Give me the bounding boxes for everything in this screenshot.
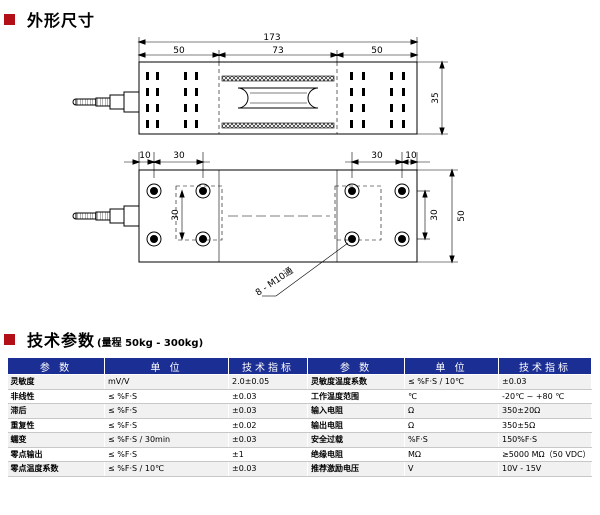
dimension-drawing: 173 50 73 50 35 10 30 30 10 30 30 50 8 -… <box>72 33 467 298</box>
specs-title: 技术参数 <box>27 331 96 350</box>
param-value: ±0.02 <box>228 418 308 433</box>
param-name: 重复性 <box>7 418 105 433</box>
param-unit: ≤ %F·S / 10℃ <box>104 461 229 477</box>
section-marker <box>4 13 15 25</box>
param-value: 350±20Ω <box>498 403 592 419</box>
param-unit: ℃ <box>404 389 499 404</box>
table-row: 零点温度系数 ≤ %F·S / 10℃ ±0.03 推荐激励电压 V 10V -… <box>7 461 592 477</box>
thread-callout: 8 - M10通 <box>254 265 296 298</box>
dim-left-section: 50 <box>173 46 185 56</box>
col-header-unit-2: 单 位 <box>404 357 499 375</box>
param-value: 350±5Ω <box>498 418 592 433</box>
dim-hole-spacing-left: 30 <box>171 209 181 221</box>
param-value: ±0.03 <box>228 432 308 448</box>
param-unit: ≤ %F·S <box>104 418 229 433</box>
table-row: 重复性 ≤ %F·S ±0.02 输出电阻 Ω 350±5Ω <box>7 418 592 433</box>
table-row: 蠕变 ≤ %F·S / 30min ±0.03 安全过载 %F·S 150%F·… <box>7 432 592 448</box>
dimension-labels: 173 50 73 50 35 10 30 30 10 30 30 50 8 -… <box>139 33 467 298</box>
param-name: 工作温度范围 <box>307 389 405 404</box>
param-unit: Ω <box>404 403 499 419</box>
param-value: ±0.03 <box>228 389 308 404</box>
param-name: 绝缘电阻 <box>307 447 405 462</box>
param-value: ±0.03 <box>498 374 592 390</box>
param-name: 推荐激励电压 <box>307 461 405 477</box>
col-header-spec-2: 技术指标 <box>498 357 592 375</box>
param-unit: mV/V <box>104 374 229 390</box>
param-name: 非线性 <box>7 389 105 404</box>
col-header-param: 参 数 <box>7 357 105 375</box>
dim-middle-section: 73 <box>272 46 283 56</box>
dim-edge-right: 10 <box>405 151 417 161</box>
param-unit: ≤ %F·S <box>104 447 229 462</box>
spec-table-header: 参 数 单 位 技术指标 参 数 单 位 技术指标 <box>7 357 592 375</box>
dim-width: 50 <box>457 210 467 222</box>
param-name: 安全过载 <box>307 432 405 448</box>
param-value: ≥5000 MΩ（50 VDC） <box>498 447 592 462</box>
param-unit: ≤ %F·S <box>104 389 229 404</box>
param-name: 蠕变 <box>7 432 105 448</box>
param-unit: ≤ %F·S / 30min <box>104 432 229 448</box>
param-name: 零点输出 <box>7 447 105 462</box>
table-row: 零点输出 ≤ %F·S ±1 绝缘电阻 MΩ ≥5000 MΩ（50 VDC） <box>7 447 592 462</box>
dim-hole-spacing-right: 30 <box>430 209 440 221</box>
plan-view <box>72 152 458 297</box>
section-dimensions: 外形尺寸 <box>4 7 95 31</box>
dim-hole-span-left: 30 <box>173 151 185 161</box>
side-view <box>72 37 448 136</box>
param-value: 2.0±0.05 <box>228 374 308 390</box>
param-unit: Ω <box>404 418 499 433</box>
dim-overall-length: 173 <box>263 33 280 43</box>
col-header-unit: 单 位 <box>104 357 229 375</box>
param-value: ±0.03 <box>228 461 308 477</box>
dim-right-section: 50 <box>371 46 383 56</box>
dimensions-title: 外形尺寸 <box>27 11 96 30</box>
param-unit: ≤ %F·S <box>104 403 229 419</box>
param-value: 10V - 15V <box>498 461 592 477</box>
param-unit: %F·S <box>404 432 499 448</box>
param-value: 150%F·S <box>498 432 592 448</box>
param-value: ±0.03 <box>228 403 308 419</box>
dim-height: 35 <box>431 92 441 103</box>
param-name: 滞后 <box>7 403 105 419</box>
specs-subtitle: (量程 50kg - 300kg) <box>97 337 204 349</box>
param-value: ±1 <box>228 447 308 462</box>
table-row: 灵敏度 mV/V 2.0±0.05 灵敏度温度系数 ≤ %F·S / 10℃ ±… <box>7 374 592 390</box>
param-name: 输入电阻 <box>307 403 405 419</box>
param-name: 灵敏度 <box>7 374 105 390</box>
section-marker <box>4 333 15 345</box>
param-unit: ≤ %F·S / 10℃ <box>404 374 499 390</box>
param-name: 零点温度系数 <box>7 461 105 477</box>
param-value: -20℃ ~ +80 ℃ <box>498 389 592 404</box>
param-unit: MΩ <box>404 447 499 462</box>
param-name: 灵敏度温度系数 <box>307 374 405 390</box>
col-header-param-2: 参 数 <box>307 357 405 375</box>
table-row: 非线性 ≤ %F·S ±0.03 工作温度范围 ℃ -20℃ ~ +80 ℃ <box>7 389 592 404</box>
param-unit: V <box>404 461 499 477</box>
param-name: 输出电阻 <box>307 418 405 433</box>
dim-hole-span-right: 30 <box>371 151 383 161</box>
col-header-spec: 技术指标 <box>228 357 308 375</box>
dim-edge-left: 10 <box>139 151 151 161</box>
table-row: 滞后 ≤ %F·S ±0.03 输入电阻 Ω 350±20Ω <box>7 403 592 419</box>
section-specs: 技术参数 (量程 50kg - 300kg) <box>4 327 203 351</box>
spec-table: 参 数 单 位 技术指标 参 数 单 位 技术指标 灵敏度 mV/V 2.0±0… <box>7 357 592 477</box>
